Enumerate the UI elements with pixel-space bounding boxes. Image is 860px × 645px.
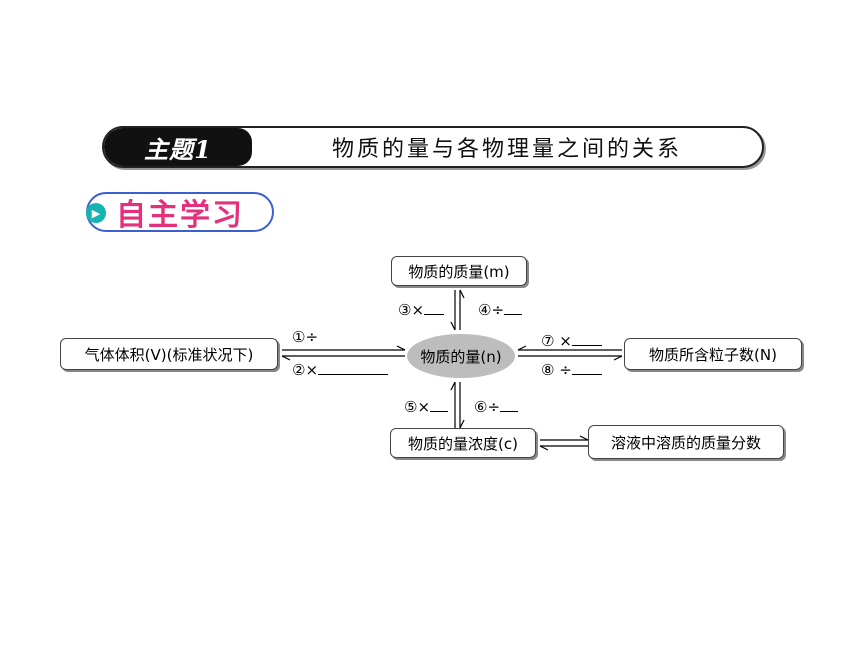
label-2: ②× bbox=[292, 361, 389, 379]
label-5: ⑤× bbox=[404, 398, 449, 416]
arrow-bottom-up bbox=[450, 381, 456, 428]
arrow-left-to-center bbox=[282, 345, 406, 351]
label-3: ③× bbox=[398, 301, 445, 319]
label-1: ①÷ bbox=[292, 328, 319, 346]
topic-tag: 主题1 bbox=[104, 128, 252, 166]
arrow-right-to-center bbox=[517, 345, 622, 351]
arrow-bottom-down bbox=[459, 382, 465, 429]
label-8: ⑧ ÷ bbox=[541, 361, 602, 379]
arrow-center-to-right bbox=[518, 355, 623, 361]
topic-title: 物质的量与各物理量之间的关系 bbox=[331, 137, 682, 162]
node-gas-volume: 气体体积(V)(标准状况下) bbox=[60, 338, 278, 370]
section-label: ▶ 自主学习 bbox=[86, 192, 274, 233]
arrow-w-to-c bbox=[539, 445, 588, 451]
node-mass: 物质的质量(m) bbox=[391, 256, 527, 286]
arrow-c-to-w bbox=[540, 435, 589, 441]
arrow-top-down bbox=[450, 290, 456, 331]
node-concentration: 物质的量浓度(c) bbox=[390, 428, 536, 458]
node-particle-count: 物质所含粒子数(N) bbox=[624, 338, 802, 370]
node-mass-fraction: 溶液中溶质的质量分数 bbox=[588, 425, 784, 459]
topic-banner: 主题1 物质的量与各物理量之间的关系 bbox=[102, 126, 764, 168]
label-6: ⑥÷ bbox=[474, 398, 519, 416]
section-title: 自主学习 bbox=[116, 198, 244, 233]
label-4: ④÷ bbox=[478, 301, 523, 319]
arrow-top-up bbox=[459, 289, 465, 330]
play-icon: ▶ bbox=[86, 203, 106, 223]
node-amount-of-substance: 物质的量(n) bbox=[407, 334, 515, 378]
arrow-center-to-left bbox=[281, 355, 405, 361]
label-7: ⑦ × bbox=[541, 332, 602, 350]
